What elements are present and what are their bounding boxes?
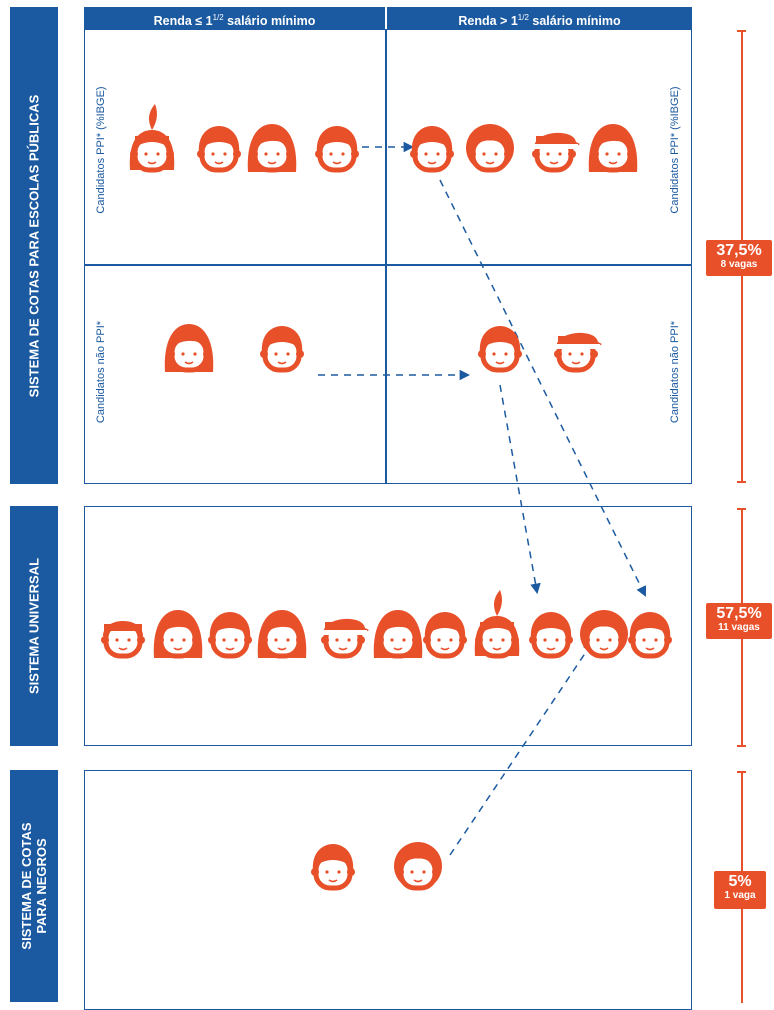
grid-divider-horizontal — [84, 264, 692, 266]
spiky-face-icon — [208, 612, 252, 659]
afro-face-icon — [580, 610, 628, 659]
column-header-low-income: Renda ≤ 11/2 salário mínimo — [84, 7, 385, 29]
column-header-high-income: Renda > 11/2 salário mínimo — [387, 7, 692, 29]
grid-divider-vertical — [385, 29, 387, 484]
section-bar-escolas-publicas: SISTEMA DE COTAS PARA ESCOLAS PÚBLICAS — [10, 7, 58, 484]
long-hair-face-icon — [588, 124, 638, 173]
curly-short-face-icon — [311, 844, 355, 891]
indigenous-face-icon — [474, 590, 520, 659]
messy-face-icon — [423, 612, 467, 659]
range-tick — [737, 508, 746, 510]
dashed-arrow — [439, 179, 646, 597]
long-hair-face-icon — [153, 610, 203, 659]
short-hair-face-icon — [260, 326, 304, 373]
range-tick — [737, 481, 746, 483]
grid-escolas-publicas — [84, 29, 692, 484]
long-hair-face-icon — [373, 610, 423, 659]
range-tick — [737, 745, 746, 747]
short-hair-face-icon — [478, 326, 522, 373]
cap-face-icon — [321, 618, 369, 659]
quota-badge-escolas-publicas: 37,5% 8 vagas — [706, 240, 772, 276]
curly-short-face-icon — [410, 126, 454, 173]
box-universal — [84, 506, 692, 746]
range-tick — [737, 771, 746, 773]
curly-short-face-icon — [628, 612, 672, 659]
long-hair-face-icon — [247, 124, 297, 173]
quota-badge-negros: 5% 1 vaga — [714, 871, 766, 909]
headband-face-icon — [101, 621, 145, 659]
afro-face-icon — [394, 842, 442, 891]
cap-face-icon — [532, 132, 580, 173]
long-hair-face-icon — [257, 610, 307, 659]
short-hair-face-icon — [529, 612, 573, 659]
dashed-arrow — [449, 641, 594, 856]
long-hair-face-icon — [164, 324, 214, 373]
afro-face-icon — [466, 124, 514, 173]
short-hair-face-icon — [197, 126, 241, 173]
section-bar-universal: SISTEMA UNIVERSAL — [10, 506, 58, 746]
quota-badge-universal: 57,5% 11 vagas — [706, 603, 772, 639]
indigenous-face-icon — [129, 104, 175, 173]
curly-short-face-icon — [315, 126, 359, 173]
dashed-arrow — [499, 384, 541, 595]
cap-face-icon — [554, 332, 602, 373]
range-tick — [737, 30, 746, 32]
section-bar-negros: SISTEMA DE COTAS PARA NEGROS — [10, 770, 58, 1002]
